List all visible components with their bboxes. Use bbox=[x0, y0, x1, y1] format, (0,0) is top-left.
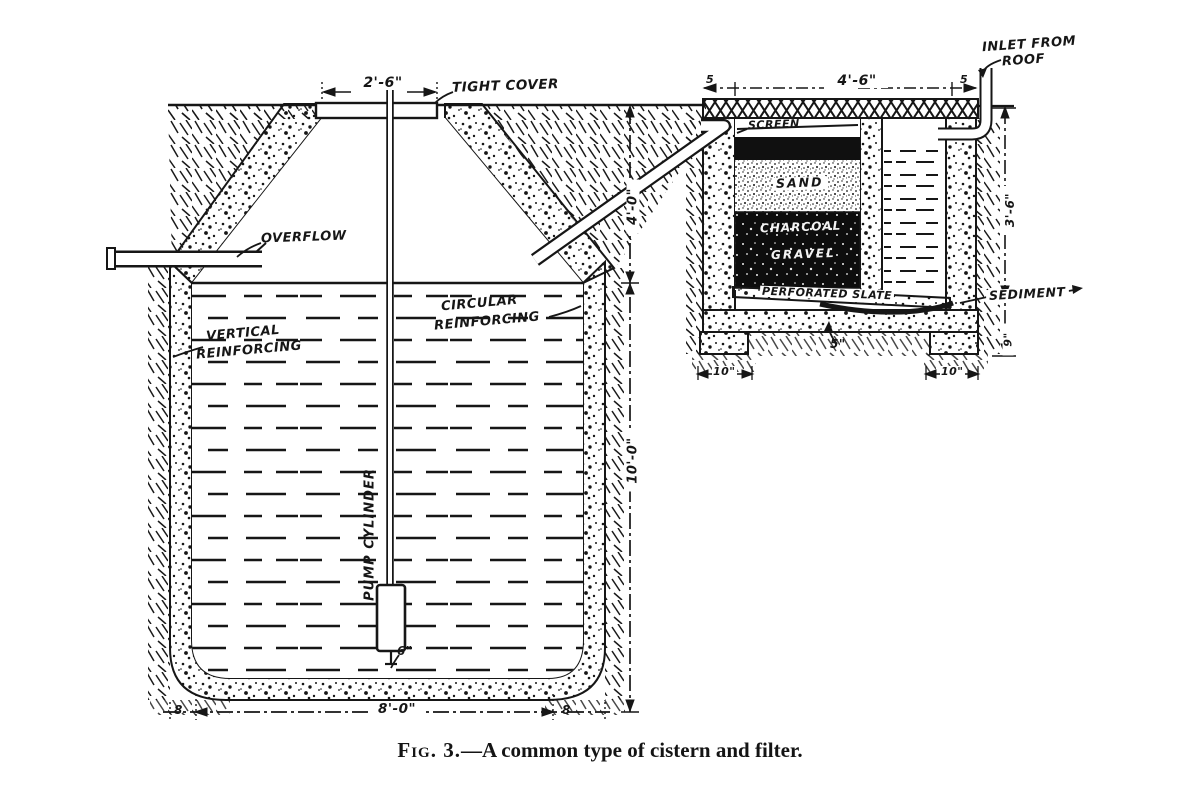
dim-cistern-wall-right: 8 bbox=[562, 703, 571, 717]
dim-water-depth: 10'-0" bbox=[626, 429, 641, 492]
label-overflow: OVERFLOW bbox=[260, 228, 347, 247]
dim-depth-to-water: 4'-0" bbox=[626, 179, 641, 234]
dim-filter-footing-depth: 9" bbox=[1002, 323, 1015, 356]
dim-footing-left: 10" bbox=[712, 365, 737, 378]
dim-filter-wall-right: 5 bbox=[960, 73, 969, 86]
label-screen: SCREEN bbox=[747, 117, 800, 132]
label-pump-cylinder: PUMP CYLINDER bbox=[362, 468, 378, 601]
label-gravel: GRAVEL bbox=[770, 245, 836, 263]
label-charcoal: CHARCOAL bbox=[759, 218, 842, 236]
figure-caption-text: —A common type of cistern and filter. bbox=[460, 738, 803, 762]
pipes bbox=[106, 68, 993, 666]
figure-caption-number: Fig. 3. bbox=[397, 738, 461, 762]
dim-filter-width: 4'-6" bbox=[826, 74, 888, 88]
label-sand: SAND bbox=[772, 174, 827, 191]
dim-filter-wall-left: 5 bbox=[706, 73, 715, 86]
tight-cover-slab bbox=[314, 101, 439, 120]
label-inlet-from-roof-2: ROOF bbox=[1001, 51, 1046, 70]
dim-filter-floor-slab: 5" bbox=[830, 337, 846, 351]
dim-cistern-wall-left: 8 bbox=[174, 703, 183, 717]
dim-cistern-inside-width: 8'-0" bbox=[368, 702, 426, 717]
dim-manhole-width: 2'-6" bbox=[352, 76, 414, 90]
figure-caption: Fig. 3.—A common type of cistern and fil… bbox=[0, 738, 1200, 763]
ground bbox=[148, 103, 1014, 715]
pump-cylinder-body bbox=[375, 583, 407, 653]
dim-filter-depth: 3'-6" bbox=[1003, 186, 1017, 234]
dim-pump-clearance: 6" bbox=[397, 644, 413, 658]
dim-footing-right: 10" bbox=[940, 365, 965, 378]
leader-arrowheads bbox=[824, 68, 1083, 332]
